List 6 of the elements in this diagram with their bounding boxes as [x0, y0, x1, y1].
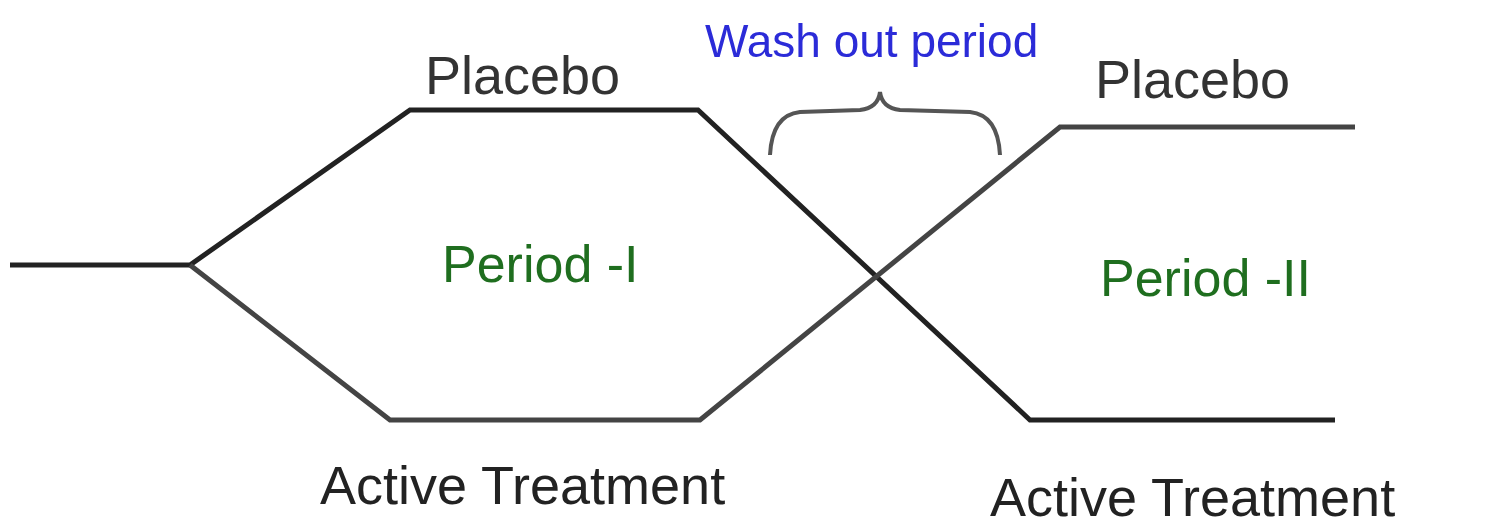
period-label: Period -I: [442, 238, 639, 290]
period-label: Period -II: [1100, 252, 1311, 304]
arm-label: Active Treatment: [320, 458, 726, 512]
arm-label: Active Treatment: [990, 470, 1396, 524]
arm-label: Placebo: [1095, 52, 1291, 106]
arm-label: Placebo: [425, 48, 621, 102]
